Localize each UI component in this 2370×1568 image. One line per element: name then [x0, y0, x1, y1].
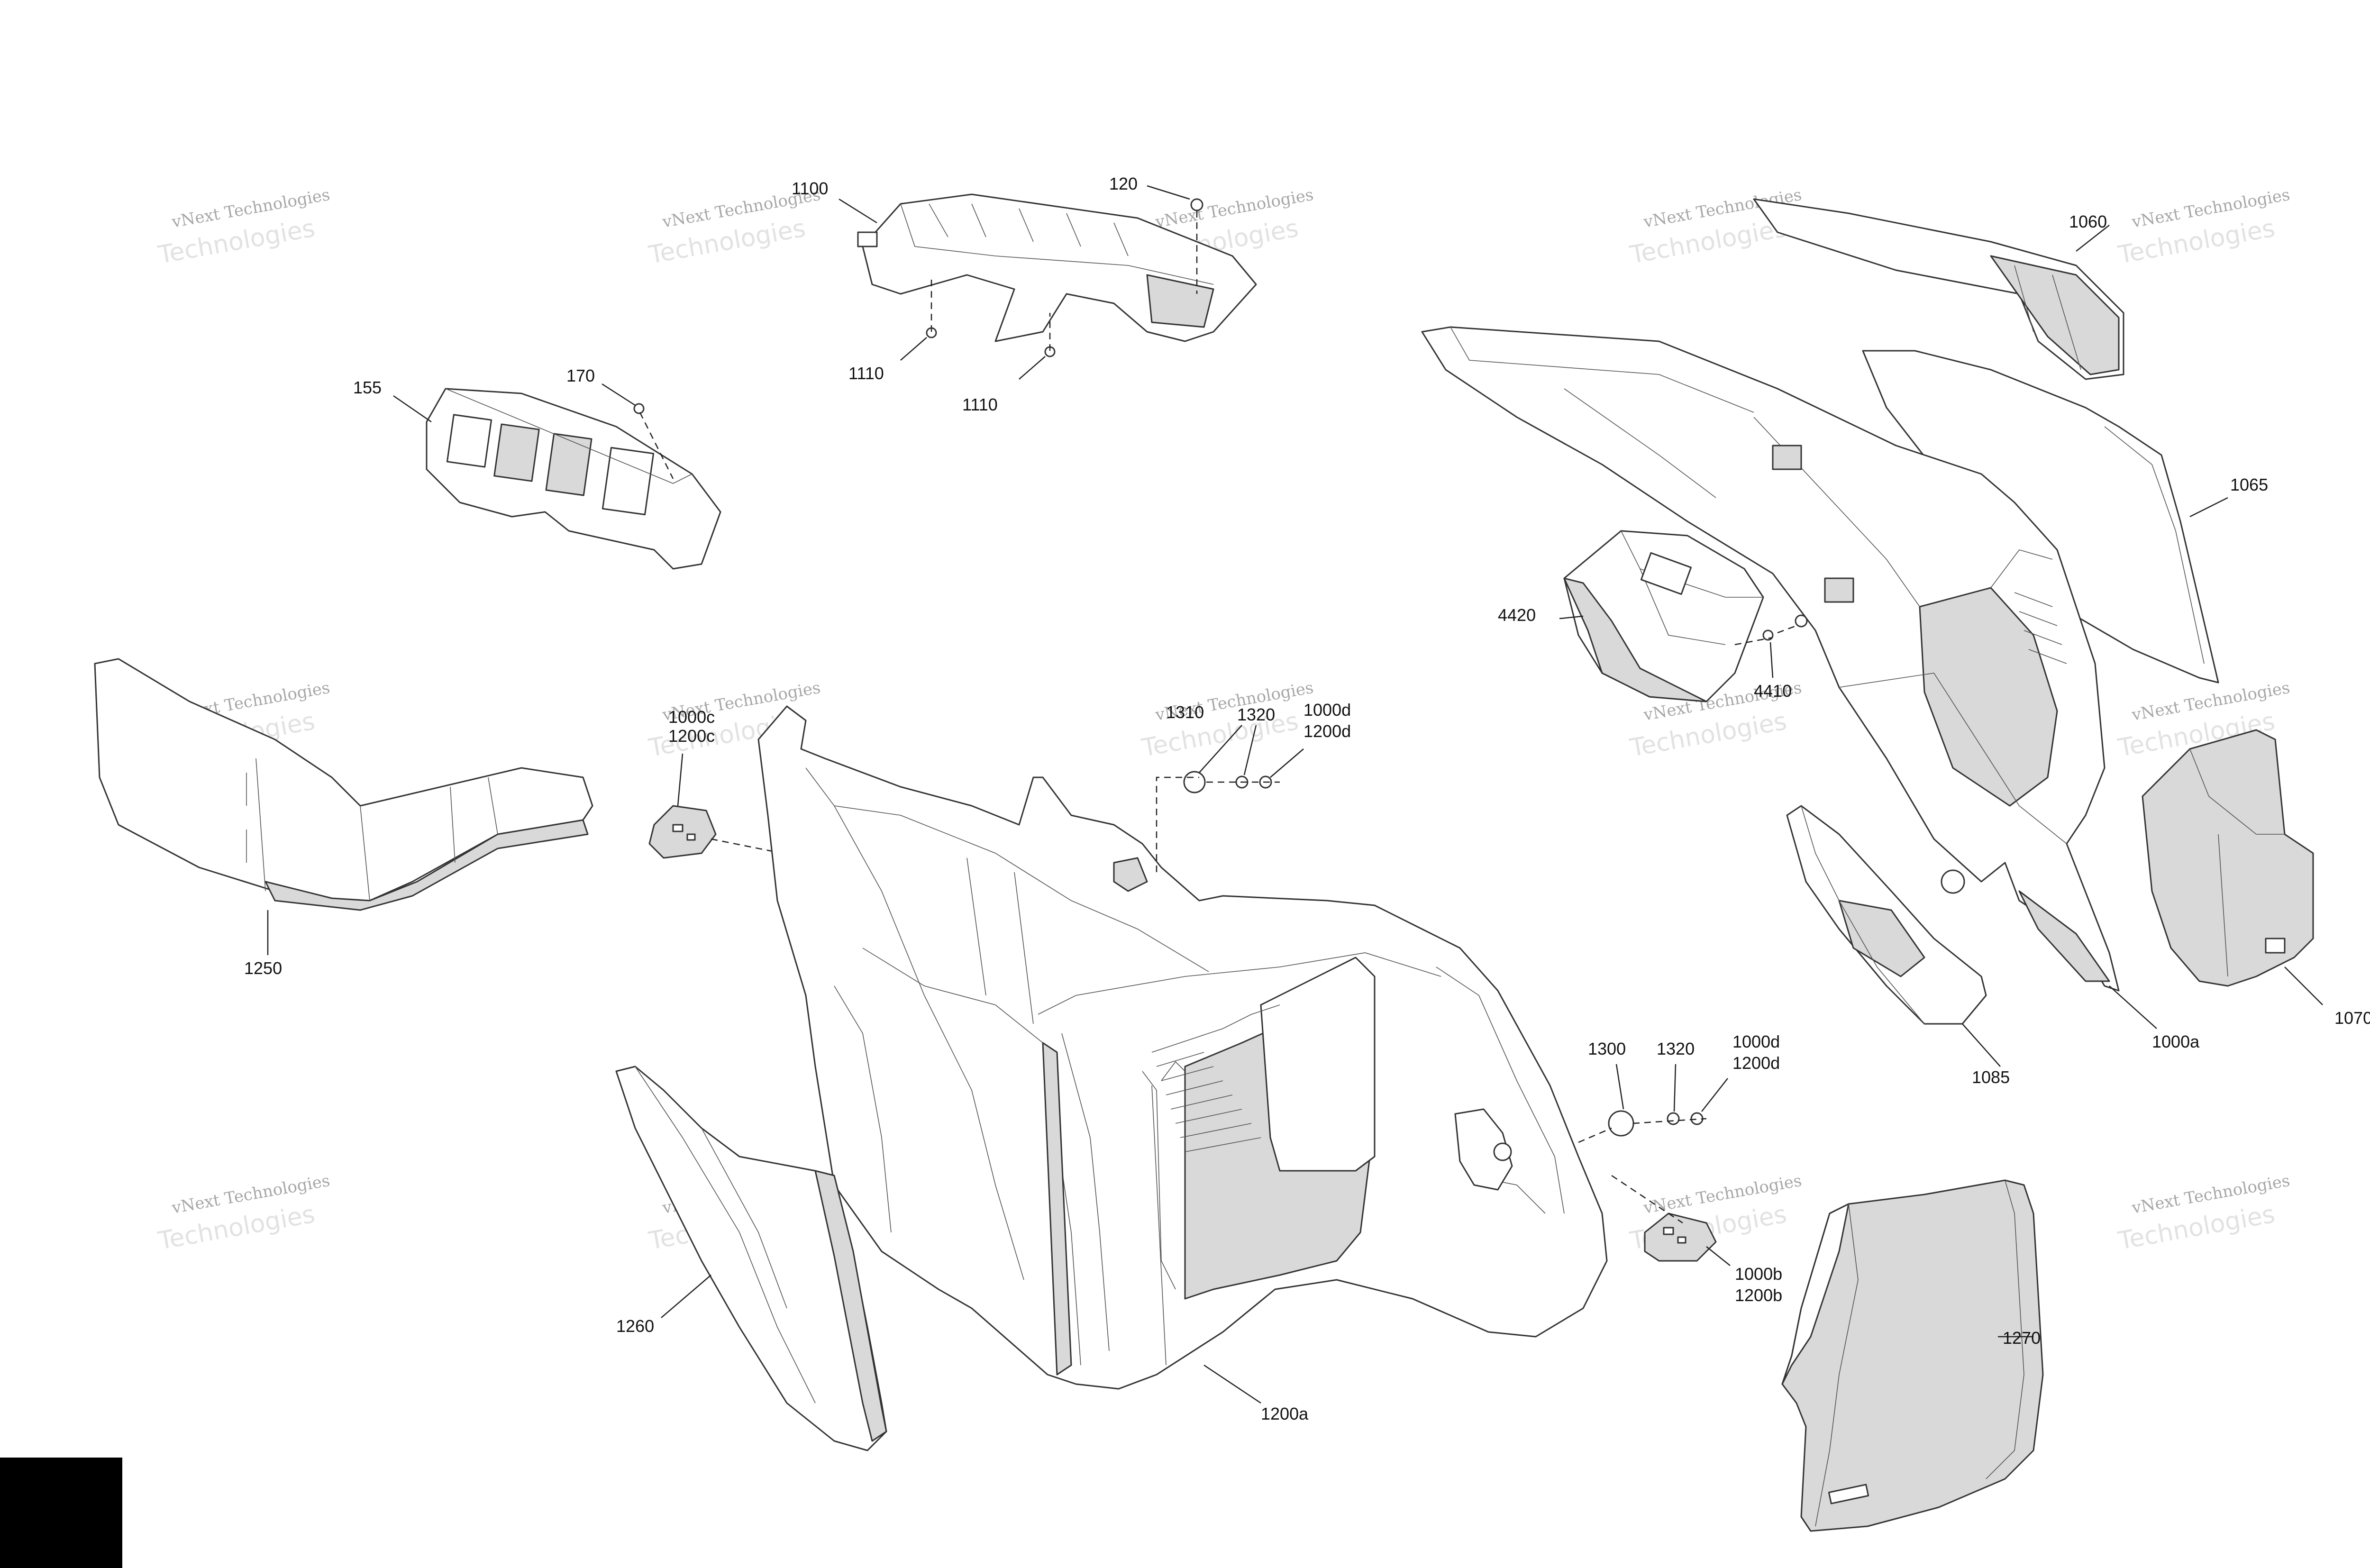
screw-4410-icon: [1762, 629, 1774, 641]
callout-1200d: 1200d: [1732, 1053, 1780, 1073]
part-155-vent-grille: [426, 388, 721, 570]
part-1200a-side-panel: [757, 705, 1608, 1390]
hardware-middle-right: [1578, 1110, 1707, 1143]
part-1000a-fairing: [1421, 326, 2120, 992]
part-4420-housing: [1563, 530, 1808, 702]
callout-labels: 1100 120 1110 1110 155 170 1060 1065 442…: [244, 174, 2370, 1423]
callout-1310: 1310: [1166, 702, 1204, 722]
hardware-screws-top: [633, 198, 1203, 479]
part-1085-panel: [1786, 805, 1987, 1025]
callout-1000d: 1000d: [1732, 1032, 1780, 1051]
callout-1000b: 1000b: [1735, 1264, 1782, 1284]
part-1100-bracket: [857, 193, 1257, 342]
callout-1320: 1320: [1657, 1039, 1695, 1058]
callout-170: 170: [566, 366, 595, 385]
clip-slot-icon: [1663, 1227, 1674, 1235]
callout-1000c: 1000c: [668, 707, 715, 727]
clip-slot-icon: [672, 824, 684, 832]
callout-1200a: 1200a: [1261, 1404, 1309, 1423]
nut-1300-icon: [1608, 1110, 1634, 1137]
callout-1260: 1260: [616, 1316, 654, 1336]
part-1250-cover: [94, 658, 593, 911]
callout-1000a: 1000a: [2152, 1032, 2200, 1051]
callout-1200c: 1200c: [668, 726, 715, 746]
part-1260-panel: [615, 1066, 887, 1451]
callout-1070: 1070: [2334, 1008, 2370, 1028]
callout-120: 120: [1109, 174, 1138, 193]
callout-1200b: 1200b: [1735, 1285, 1782, 1305]
callout-1270: 1270: [2003, 1328, 2041, 1348]
callout-1000d: 1000d: [1304, 700, 1351, 720]
callout-1065: 1065: [2230, 475, 2268, 494]
screw-120-icon: [1190, 198, 1203, 211]
screw-1000d-icon: [1690, 1112, 1704, 1125]
callout-1060: 1060: [2069, 212, 2107, 231]
part-1000b-clip: [1611, 1175, 1717, 1262]
part-1070-panel: [2142, 729, 2314, 987]
callout-1300: 1300: [1588, 1039, 1626, 1058]
callout-1100: 1100: [792, 179, 828, 198]
part-1060-trim: [1753, 198, 2124, 380]
hardware-upper-middle: [1113, 771, 1280, 892]
screw-170-icon: [633, 403, 645, 414]
page-tab-block: [0, 1458, 122, 1568]
leader-lines: [267, 185, 2323, 1404]
screw-4410-icon: [1795, 614, 1808, 628]
callout-1200d: 1200d: [1304, 721, 1351, 741]
callout-4410: 4410: [1754, 681, 1792, 701]
callout-1320: 1320: [1237, 705, 1275, 724]
callout-1250: 1250: [244, 958, 282, 978]
callout-1110: 1110: [848, 364, 884, 383]
callout-155: 155: [353, 378, 382, 397]
callout-1110: 1110: [962, 395, 998, 414]
washer-1320-icon: [1667, 1112, 1680, 1125]
callout-1085: 1085: [1972, 1067, 2010, 1087]
nut-1310-icon: [1183, 771, 1206, 793]
part-1270-panel: [1781, 1179, 2044, 1532]
callout-4420: 4420: [1498, 605, 1536, 625]
